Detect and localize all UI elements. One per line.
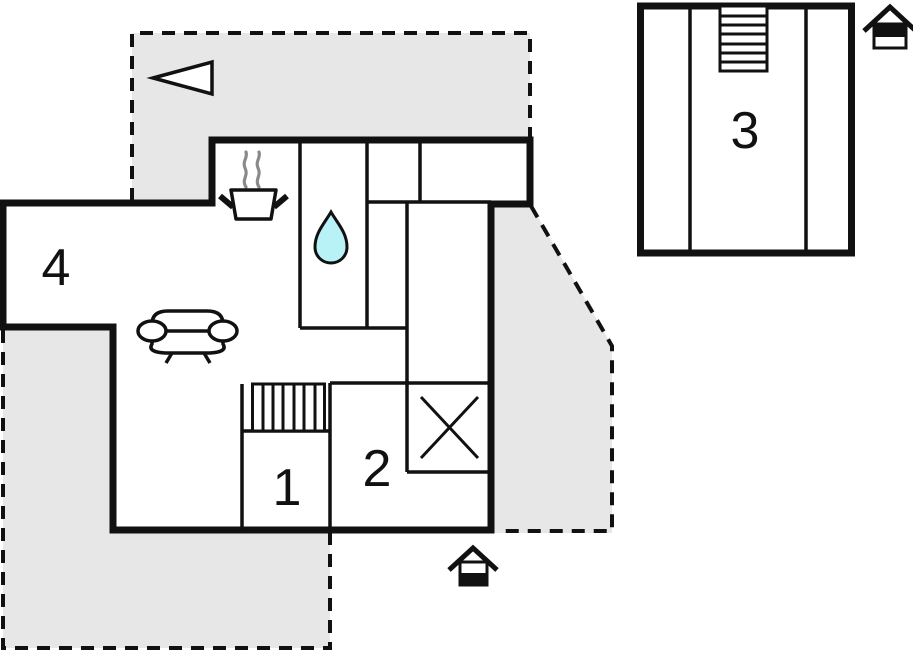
terrace-top: [130, 31, 532, 203]
ground-floor-house-icon: [447, 544, 499, 587]
terrace-right: [491, 204, 614, 533]
sofa-icon: [136, 309, 239, 364]
stove-pot-icon: [218, 150, 289, 221]
upper-floor-house-icon: [862, 3, 913, 50]
stairs-upper-icon: [718, 4, 769, 73]
direction-arrow-icon: [146, 59, 214, 97]
room-2-label: 2: [363, 440, 392, 498]
upper-floor-building: [637, 2, 855, 257]
room-3-label: 3: [731, 102, 760, 160]
terrace-bottom-left: [1, 330, 332, 650]
main-building: [0, 136, 534, 534]
room-1-label: 1: [273, 459, 302, 517]
room-4-label: 4: [42, 239, 71, 297]
stairs-ground-icon: [251, 382, 326, 433]
cross-marker-icon: [419, 395, 480, 460]
water-drop-icon: [313, 209, 349, 265]
